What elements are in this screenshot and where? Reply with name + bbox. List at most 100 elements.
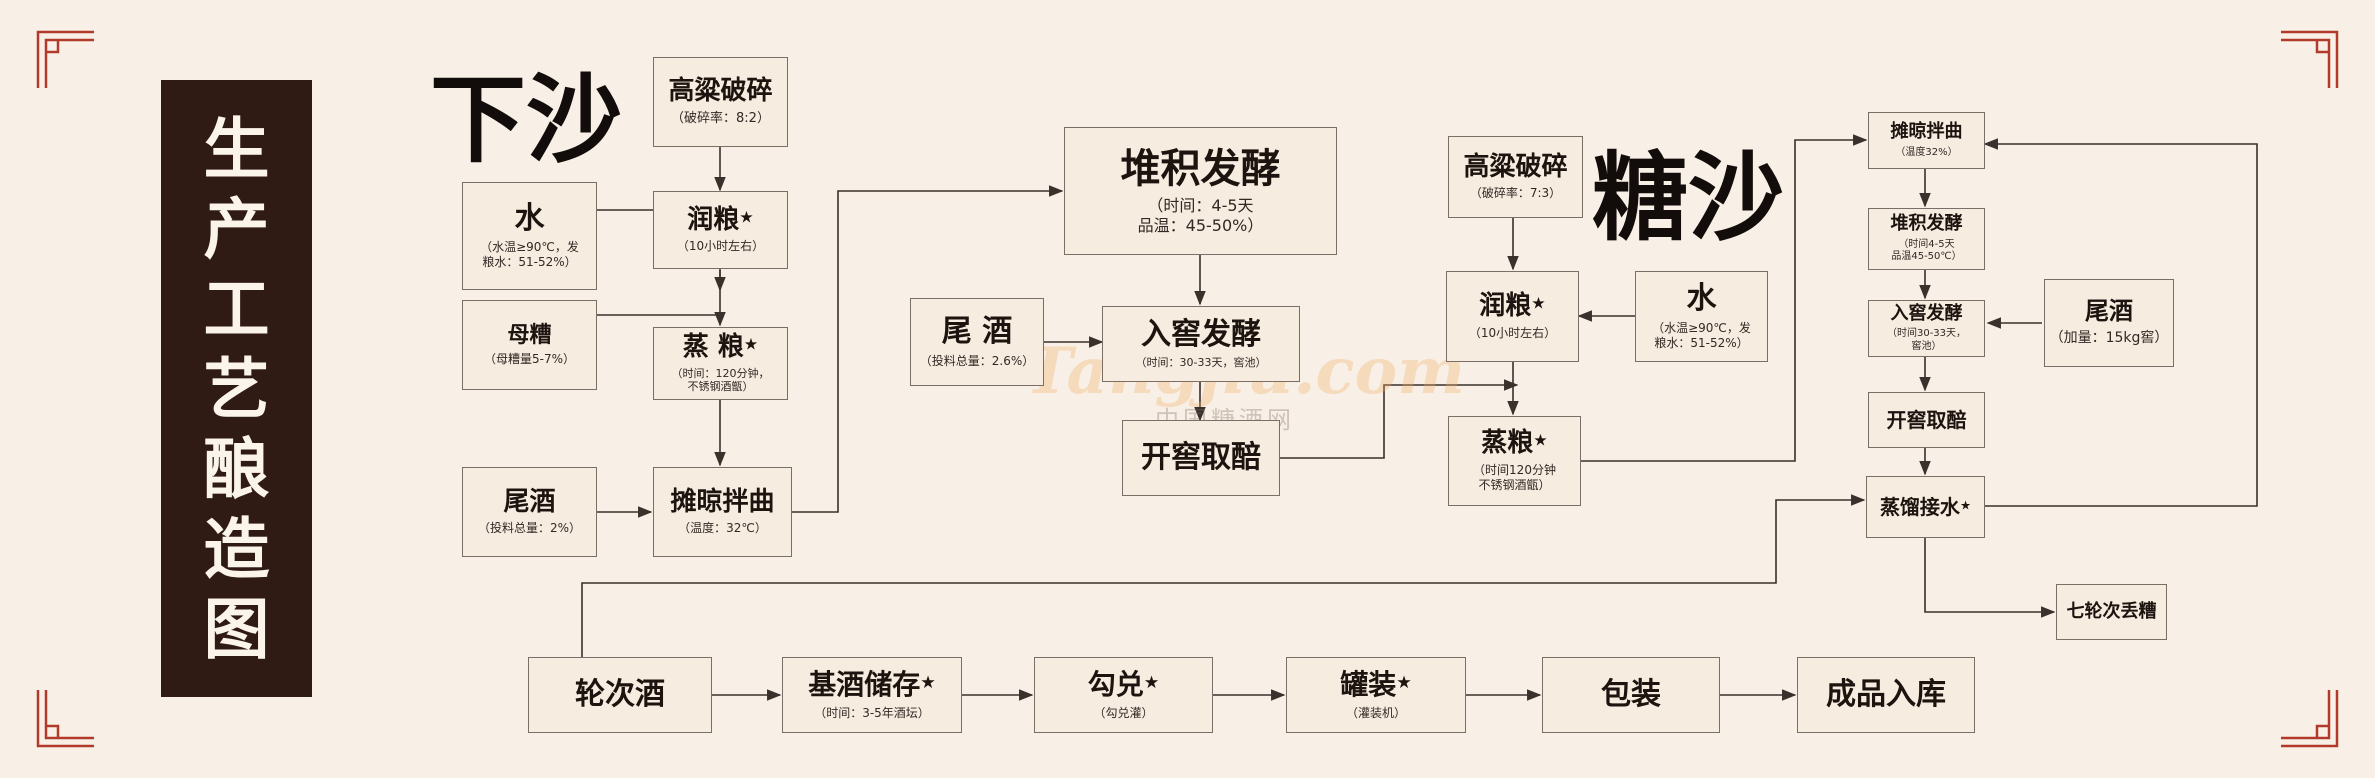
title-char: 艺	[203, 349, 270, 428]
process-node-bz: 包装	[1542, 657, 1720, 733]
node-title-text: 勾兑	[1087, 668, 1144, 702]
title-char: 产	[203, 189, 270, 268]
corner-ornament-icon	[36, 690, 94, 748]
node-title: 尾酒	[503, 487, 555, 518]
process-node-rj1: 入窖发酵 （时间：30-33天，窖池）	[1102, 306, 1300, 382]
process-node-muzao: 母糟 （母糟量5-7%）	[462, 300, 597, 390]
node-note: （10小时左右）	[676, 239, 765, 254]
node-title: 水	[1687, 282, 1717, 317]
corner-ornament-icon	[2281, 690, 2339, 748]
node-title: 尾酒	[2085, 298, 2133, 326]
node-title-text: 堆积发酵	[1120, 146, 1281, 192]
node-title: 包装	[1601, 676, 1661, 713]
node-title: 母糟	[507, 323, 551, 348]
node-title-text: 水	[514, 200, 545, 236]
node-note: （投料总量：2.6%）	[919, 353, 1035, 368]
node-title-text: 水	[1686, 281, 1717, 317]
node-title-text: 尾酒	[2085, 297, 2133, 326]
node-note: （加量：15kg窖）	[2049, 330, 2169, 347]
process-node-wj1: 尾酒 （投料总量：2%）	[462, 467, 597, 557]
node-title-text: 入窖发酵	[1141, 316, 1261, 352]
node-title: 蒸粮★	[1481, 428, 1548, 459]
star-icon: ★	[743, 334, 759, 354]
node-title: 高粱破碎	[668, 75, 773, 107]
node-title-text: 高粱破碎	[1463, 151, 1568, 182]
node-title-text: 成品入库	[1826, 676, 1946, 712]
node-note: （时间120分钟 不锈钢酒甑）	[1473, 462, 1556, 492]
node-title: 润粮★	[1479, 291, 1545, 322]
process-node-water1: 水（水温≥90℃，发 粮水：51-52%）	[462, 182, 597, 290]
star-icon: ★	[739, 206, 754, 226]
corner-ornament-icon	[2281, 30, 2339, 88]
star-icon: ★	[1396, 673, 1412, 694]
node-title-text: 润粮	[687, 204, 740, 235]
node-title: 蒸馏接水★	[1880, 495, 1972, 519]
section-title-xiasha: 下沙	[430, 63, 622, 176]
title-char: 酿	[203, 429, 270, 508]
process-node-wj3: 尾酒 （加量：15kg窖）	[2044, 279, 2174, 367]
star-icon: ★	[1143, 673, 1160, 694]
node-note: （10小时左右）	[1468, 325, 1557, 340]
node-title: 轮次酒	[575, 676, 665, 713]
node-title-text: 开窖取醅	[1886, 407, 1967, 432]
star-icon: ★	[1959, 497, 1972, 513]
process-node-tl2: 摊晾拌曲（温度32%）	[1868, 112, 1985, 169]
process-node-wj2: 尾 酒 （投料总量：2.6%）	[910, 298, 1044, 386]
node-title-text: 润粮	[1479, 291, 1532, 322]
process-node-dj1: 堆积发酵 （时间：4-5天 品温：45-50%）	[1064, 127, 1337, 255]
node-title: 入窖发酵	[1141, 316, 1261, 353]
node-title: 尾 酒	[942, 315, 1012, 350]
process-node-ql: 七轮次丢糟	[2056, 584, 2167, 640]
node-title-text: 基酒储存	[808, 668, 921, 702]
process-node-zheng1: 蒸 粮★ （时间：120分钟， 不锈钢酒甑）	[653, 327, 788, 400]
process-node-jjcc: 基酒储存★（时间：3-5年酒坛）	[782, 657, 962, 733]
process-node-kj1: 开窖取醅	[1122, 420, 1280, 496]
page-title: 生产工艺酿造图	[161, 80, 312, 697]
process-node-run2: 润粮★ （10小时左右）	[1446, 271, 1579, 362]
node-title-text: 堆积发酵	[1890, 213, 1963, 235]
process-node-rj2: 入窖发酵（时间30-33天， 窖池）	[1868, 300, 1985, 357]
section-title-zaosha: 糖沙	[1592, 141, 1784, 254]
title-char: 造	[203, 509, 270, 588]
node-title-text: 七轮次丢糟	[2066, 600, 2157, 622]
node-title-text: 入窖发酵	[1890, 302, 1963, 324]
node-title: 入窖发酵	[1890, 302, 1963, 325]
node-note: （时间：120分钟， 不锈钢酒甑）	[671, 366, 770, 394]
node-title-text: 高粱破碎	[668, 75, 773, 106]
node-note: （破碎率：8:2）	[671, 110, 770, 126]
star-icon: ★	[1533, 430, 1548, 450]
process-node-zheng2: 蒸粮★（时间120分钟 不锈钢酒甑）	[1448, 416, 1581, 506]
node-note: （时间：4-5天 品温：45-50%）	[1137, 196, 1264, 235]
node-title: 高粱破碎	[1463, 151, 1568, 183]
node-title-text: 包装	[1601, 676, 1661, 712]
node-title-text: 轮次酒	[575, 676, 665, 712]
node-title: 堆积发酵	[1121, 146, 1281, 192]
node-title-text: 尾 酒	[941, 314, 1013, 350]
title-char: 工	[203, 269, 270, 348]
node-title-text: 罐装	[1340, 668, 1397, 702]
process-node-gd: 勾兑★（勾兑灌）	[1034, 657, 1213, 733]
node-note: （投料总量：2%）	[477, 521, 582, 536]
node-title-text: 开窖取醅	[1141, 439, 1261, 475]
process-node-tl1: 摊晾拌曲（温度：32℃）	[653, 467, 792, 557]
process-node-kj2: 开窖取醅	[1868, 392, 1985, 448]
process-node-gl2: 高粱破碎 （破碎率：7:3）	[1448, 136, 1583, 218]
node-note: （时间：30-33天，窖池）	[1135, 356, 1267, 370]
process-node-zl: 蒸馏接水★	[1866, 476, 1985, 538]
node-title: 开窖取醅	[1886, 407, 1967, 432]
node-title: 堆积发酵	[1890, 213, 1963, 235]
node-title-text: 摊晾拌曲	[1890, 120, 1963, 142]
node-title-text: 摊晾拌曲	[670, 486, 775, 517]
node-title: 基酒储存★	[808, 669, 936, 701]
node-title: 蒸 粮★	[683, 332, 759, 363]
node-title: 摊晾拌曲	[670, 486, 775, 518]
node-note: （母糟量5-7%）	[483, 352, 575, 367]
node-note: （破碎率：7:3）	[1469, 186, 1562, 201]
process-node-water2: 水（水温≥90℃，发 粮水：51-52%）	[1635, 271, 1768, 362]
node-note: （时间4-5天 品温45-50℃）	[1891, 238, 1962, 263]
node-title-text: 母糟	[507, 322, 552, 348]
process-node-gz: 罐装★（灌装机）	[1286, 657, 1466, 733]
node-title: 润粮★	[687, 204, 754, 236]
